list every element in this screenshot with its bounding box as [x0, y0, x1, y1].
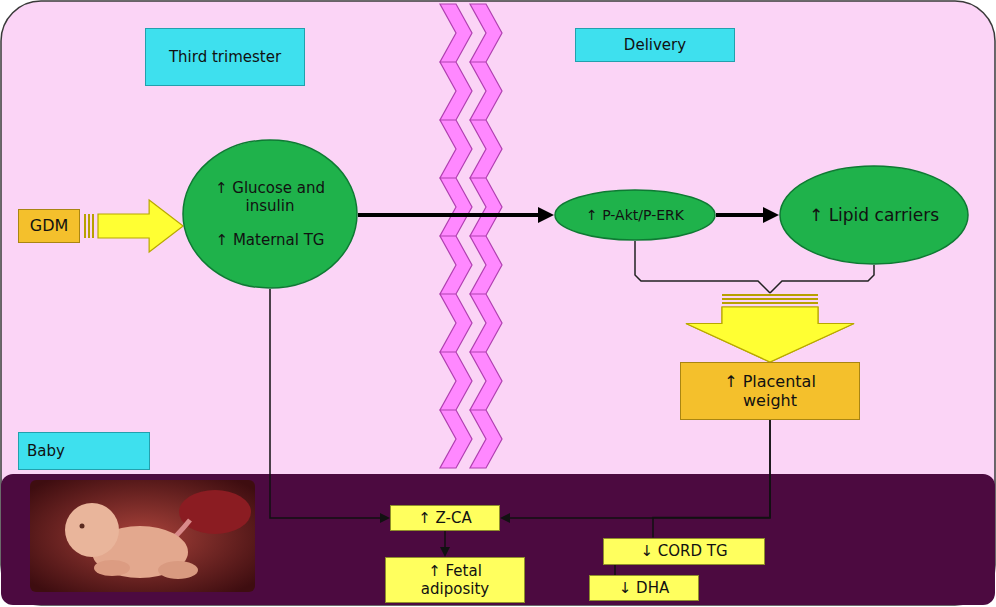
phase-box: Delivery	[575, 28, 735, 62]
text-group: ↓ DHA	[619, 579, 669, 597]
connector	[653, 420, 770, 538]
placenta-shape	[179, 490, 251, 534]
arrow-tail-mark	[722, 298, 818, 300]
effect-ellipse: ↑ Glucose and insulin ↑ Maternal TG	[182, 139, 358, 289]
text-group: ↑ P-Akt/P-ERK	[586, 207, 684, 224]
text-group: GDM	[30, 216, 69, 235]
arrow-tail-mark	[722, 294, 818, 296]
connector-line	[614, 565, 616, 576]
node-text: ↑ Lipid carriers	[809, 205, 939, 225]
node-text: GDM	[30, 216, 69, 235]
connector	[270, 289, 386, 518]
connector	[358, 215, 546, 216]
fetus-head	[65, 503, 119, 557]
thick-arrow	[358, 213, 546, 217]
node-text: ↓ CORD TG	[640, 542, 727, 560]
connector-line	[444, 531, 446, 553]
node-text: ↑ Glucose and insulin	[204, 179, 336, 215]
text-group: Delivery	[624, 36, 686, 54]
ellipse-shape	[555, 190, 715, 240]
arrow-tail-mark	[722, 298, 818, 300]
arrow-tail-mark	[88, 214, 90, 238]
arrow-tail-mark	[722, 302, 818, 304]
section-box: Baby	[18, 432, 150, 470]
result-box: ↓ CORD TG	[603, 538, 765, 565]
node-text: ↓ DHA	[619, 579, 669, 597]
baby-band	[1, 474, 995, 605]
result-box: ↓ DHA	[589, 575, 699, 601]
arrow-tail-mark	[92, 214, 94, 238]
text-group: ↑ Fetal adiposity	[400, 562, 510, 598]
node-text: Baby	[27, 442, 65, 460]
arrow-tail-mark	[84, 214, 86, 238]
node-text: ↑ P-Akt/P-ERK	[586, 207, 684, 224]
result-box: ↑ Fetal adiposity	[385, 557, 525, 603]
connector-line	[270, 289, 386, 518]
connector-line	[504, 420, 770, 518]
node-text: ↑ Z-CA	[418, 509, 472, 527]
node-text: ↑ Placental weight	[695, 372, 845, 410]
connector	[504, 420, 770, 518]
connector-line	[653, 420, 770, 538]
connector	[615, 565, 616, 576]
connector	[445, 531, 446, 553]
fetus-eye	[80, 524, 85, 529]
node-text: Delivery	[624, 36, 686, 54]
womb-ground	[30, 480, 255, 592]
text-group: ↑ Z-CA	[418, 509, 472, 527]
text-group: ↑ Lipid carriers	[809, 205, 939, 225]
bracket-line	[635, 241, 770, 293]
thick-arrow	[716, 213, 771, 217]
connector	[635, 241, 854, 362]
block-arrow	[686, 307, 854, 362]
fetus-arm	[94, 560, 130, 576]
ellipse-shape	[780, 166, 968, 264]
text-group: Third trimester	[169, 48, 281, 66]
ellipse-shape	[183, 140, 357, 288]
fetus-leg	[158, 561, 198, 579]
text-group: ↑ Glucose and insulin ↑ Maternal TG	[204, 179, 336, 249]
block-arrow	[98, 200, 183, 252]
effect-ellipse: ↑ P-Akt/P-ERK	[554, 189, 716, 241]
bracket-line	[770, 265, 874, 293]
connector	[85, 200, 183, 252]
connector	[686, 265, 874, 362]
node-text: Third trimester	[169, 48, 281, 66]
effect-ellipse: ↑ Lipid carriers	[779, 165, 969, 265]
arrow-tail-mark	[722, 294, 818, 296]
connector	[716, 215, 771, 216]
node-text: ↑ Fetal adiposity	[400, 562, 510, 598]
phase-box: Third trimester	[145, 28, 305, 86]
timeline-divider	[440, 4, 502, 468]
node-text: ↑ Maternal TG	[216, 231, 325, 249]
fetus-picture	[30, 480, 255, 592]
text-group: ↑ Placental weight	[695, 372, 845, 410]
text-group: ↓ CORD TG	[640, 542, 727, 560]
arrow-tail-mark	[722, 302, 818, 304]
text-group: Baby	[27, 442, 65, 460]
result-box: ↑ Z-CA	[390, 505, 500, 531]
block-arrow	[686, 307, 854, 362]
condition-box: GDM	[18, 209, 80, 243]
outcome-box: ↑ Placental weight	[680, 362, 860, 420]
